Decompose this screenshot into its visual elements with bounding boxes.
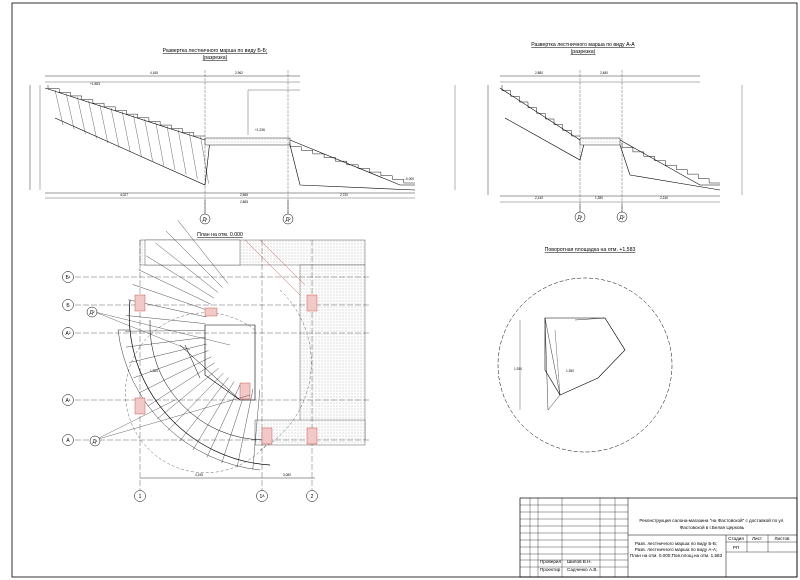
row-axis-label: Б	[66, 303, 70, 309]
bb-dim-top-a: 4,165	[150, 71, 158, 75]
bb-dim-bottom-b: 2,565	[240, 193, 248, 197]
plan-title: План на отм. 0.000	[197, 232, 243, 238]
landing-detail: Поворотная площадка на отм. +1,583 1,350…	[497, 247, 673, 453]
tb-designed-role: Проектир	[540, 567, 561, 572]
section-bb-title: Развертка лестничного марша по виду Б-Б;	[163, 48, 268, 54]
bb-mark-d1: Д¹	[202, 217, 207, 223]
row-axis-label: А¹	[66, 398, 71, 404]
section-bb: Развертка лестничного марша по виду Б-Б;…	[29, 48, 456, 225]
plan-dim-bottom-b: 3,080	[283, 473, 291, 477]
aa-dim-top-a: 2,880	[535, 71, 543, 75]
bb-level-low: -0,000	[405, 177, 414, 181]
row-axis-bubble	[62, 271, 74, 283]
bb-dim-top-b: 2,962	[235, 71, 243, 75]
tb-stage-header: Стадия	[728, 536, 744, 541]
aa-dim-bottom-a: 2,140	[535, 196, 543, 200]
tb-desc-line3: План на отм. 0.000;Пов.площ.на отм. 1,58…	[630, 553, 723, 558]
tb-checked-name: Шилов В.Н.	[567, 559, 592, 564]
tb-desc-line1: Разв. лестничного марша по виду Б-Б;	[635, 541, 717, 546]
tb-sheets-header: Листов	[775, 536, 790, 541]
section-aa-subtitle: (разрезка)	[571, 49, 596, 55]
col-axis-label: 2	[311, 494, 314, 500]
col-axis-bubble	[306, 490, 318, 502]
tb-designed-name: Садченко А.В.	[567, 567, 598, 572]
row-axis-bubble	[62, 434, 74, 446]
row-axis-bubble	[62, 327, 74, 339]
col-axis-bubble	[134, 490, 146, 502]
tb-project-line2: Фастовской в г.Белая Церковь	[680, 524, 745, 530]
aa-dim-bottom-c: 2,140	[660, 196, 668, 200]
landing-diameter: 1,930	[514, 367, 522, 371]
landing-radius: 1,350	[566, 369, 574, 373]
row-axis-bubble	[62, 394, 74, 406]
plan-dim-bottom-a: 4,195	[195, 473, 203, 477]
section-aa: Развертка лестничного марша по виду А-А …	[487, 42, 743, 223]
aa-mark-d2: Д²	[619, 215, 624, 221]
bb-level-mid: +1,236	[255, 128, 265, 132]
col-axis-label: 1	[139, 494, 142, 500]
tb-stage-value: РП	[733, 545, 739, 550]
col-axis-label: 1ᴬ	[259, 494, 265, 500]
bb-dim-bottom-c: 2,720	[340, 193, 348, 197]
section-aa-title: Развертка лестничного марша по виду А-А	[531, 42, 635, 48]
plan-radius-label: 1,350	[150, 369, 158, 373]
aa-dim-bottom-b: 1,280	[595, 196, 603, 200]
row-axis-label: Б¹	[66, 275, 71, 281]
tb-sheet-header: Лист	[752, 536, 763, 541]
landing-title: Поворотная площадка на отм. +1,583	[545, 247, 636, 253]
bb-dim-bottom-a: 4,027	[120, 193, 128, 197]
row-axis-label: А²	[66, 331, 71, 337]
row-axis-bubble	[62, 299, 74, 311]
row-axis-label: А	[66, 438, 70, 444]
aa-dim-top-b: 2,480	[600, 71, 608, 75]
bb-mark-d2: Д²	[285, 217, 290, 223]
plan-mark-d1: Д¹	[92, 439, 97, 445]
bb-dim-total: 2,865	[240, 200, 248, 204]
bb-level-top: +1,583	[90, 82, 100, 86]
section-bb-subtitle: (разрезка)	[203, 55, 228, 61]
tb-checked-role: Проверил	[540, 559, 561, 564]
sheet-frame	[11, 2, 798, 578]
plan-mark-d2: Д²	[89, 310, 94, 316]
aa-mark-d1: Д¹	[577, 215, 582, 221]
title-block: Реконструкция салона-магазина "на Фастов…	[519, 497, 798, 578]
tb-desc-line2: Разв. лестничного марша по виду А-А;	[635, 547, 717, 552]
col-axis-bubble	[256, 490, 268, 502]
tb-project-line1: Реконструкция салона-магазина "на Фастов…	[639, 517, 784, 523]
plan: План на отм. 0.000	[62, 220, 370, 502]
